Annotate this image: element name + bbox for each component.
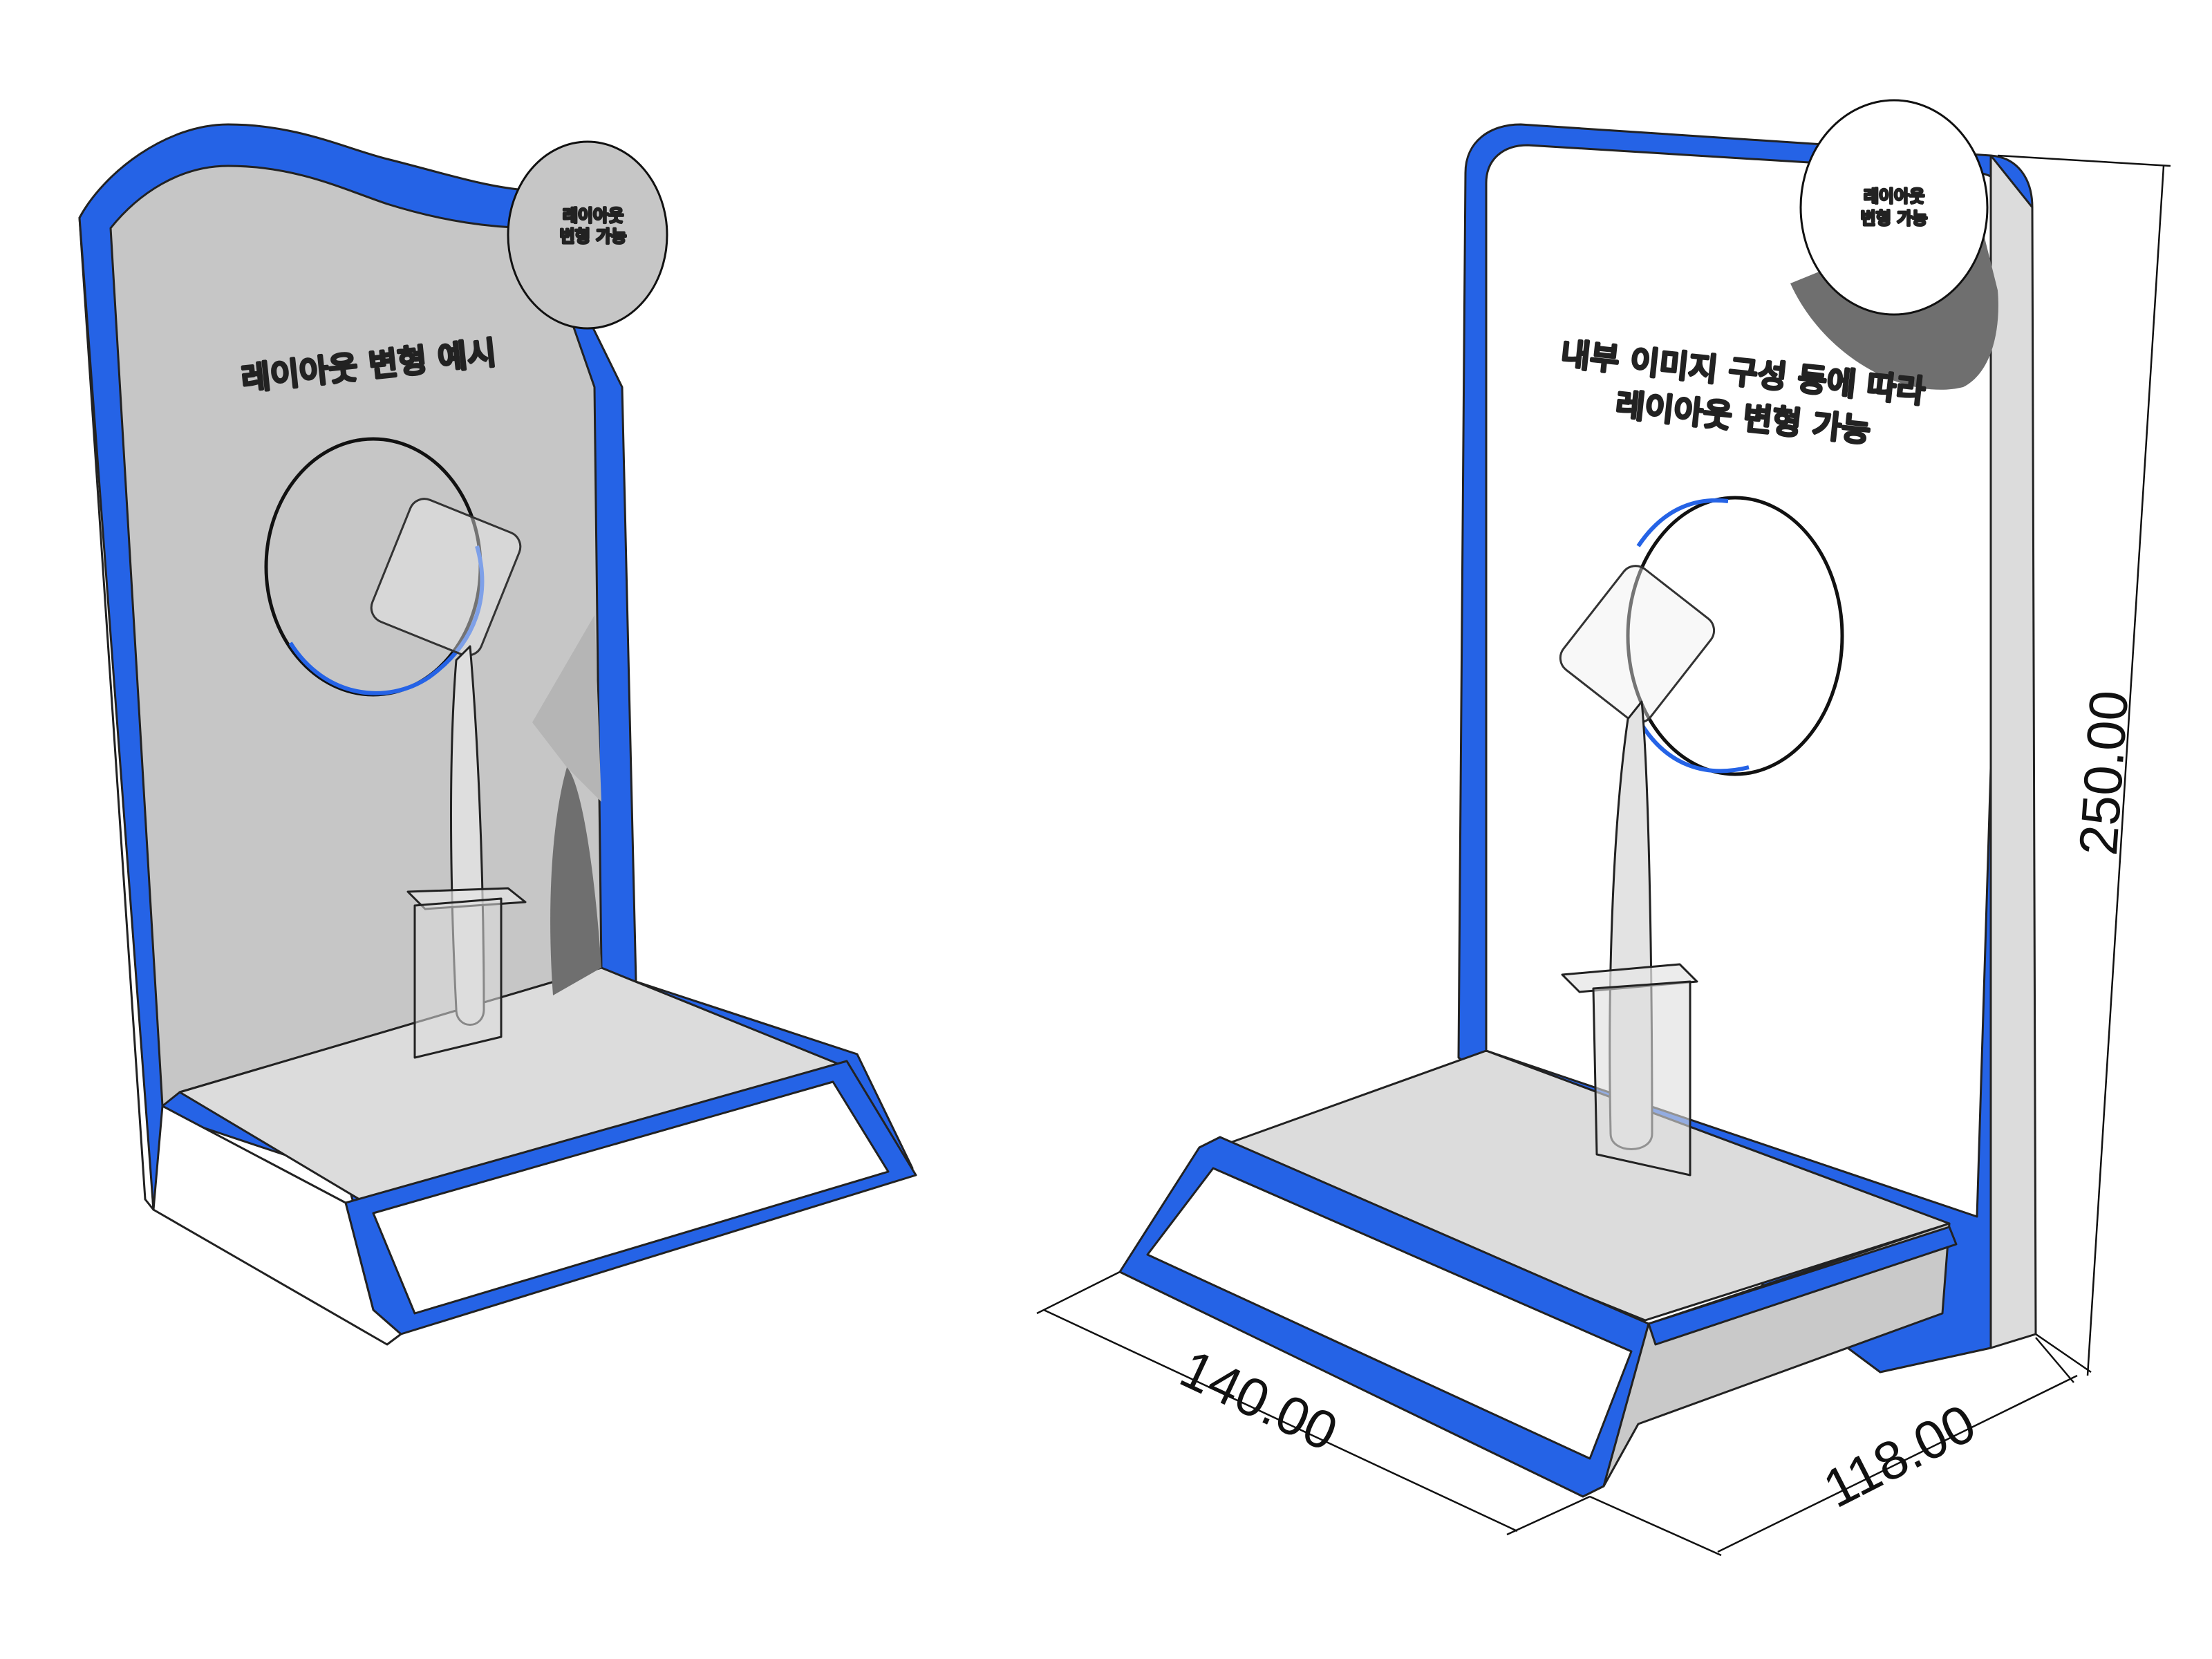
left-holder-clip-body <box>413 897 503 1059</box>
left-badge-line1: 레이아웃 <box>563 206 624 225</box>
left-panel-shadow <box>550 767 601 995</box>
width-extension-left <box>1036 1271 1121 1315</box>
right-holder-clip-body <box>1592 980 1691 1177</box>
depth-extension-right <box>2035 1337 2074 1383</box>
left-acrylic-card <box>370 498 522 657</box>
width-dimension-line <box>1043 1309 1518 1533</box>
left-badge-circle <box>507 140 668 330</box>
left-display-stand: 레이아웃 변형 가능 레이아웃 변형 예시 <box>78 123 917 1346</box>
right-badge-line2: 변형 가능 <box>1861 209 1928 228</box>
depth-extension-left <box>1589 1495 1722 1557</box>
right-base-side-strip <box>1647 1226 1958 1346</box>
right-badge-circle <box>1799 99 1989 316</box>
left-circle-blue-rim <box>288 545 485 695</box>
depth-dimension-line <box>1717 1374 2078 1553</box>
left-badge-line2: 변형 가능 <box>560 227 627 246</box>
right-acrylic-card <box>1559 565 1716 724</box>
right-backpanel-side-edge <box>1989 154 2037 1349</box>
height-extension-top <box>1997 154 2171 167</box>
right-circle-window <box>1626 496 1844 776</box>
width-extension-right <box>1506 1495 1591 1536</box>
left-base-side <box>152 1105 402 1346</box>
height-dimension-label: 250.00 <box>2068 688 2139 857</box>
height-dimension-line <box>2086 165 2165 1376</box>
right-badge-line1: 레이아웃 <box>1864 187 1924 206</box>
height-extension-bottom <box>2035 1333 2092 1374</box>
depth-dimension-label: 118.00 <box>1814 1392 1985 1519</box>
left-base-front <box>372 1080 890 1315</box>
right-holder-clip <box>1561 963 1698 993</box>
right-circle-blue-rim <box>1636 498 1750 774</box>
right-display-stand: 레이아웃 변형 가능 내부 이미지 구성 등에 따라 레이아웃 변형 가능 <box>1118 99 2037 1498</box>
left-panel-shadow-soft <box>532 615 601 802</box>
right-base-side <box>1602 1222 1951 1488</box>
right-base-front <box>1146 1167 1633 1460</box>
dimension-lines <box>1036 154 2171 1557</box>
